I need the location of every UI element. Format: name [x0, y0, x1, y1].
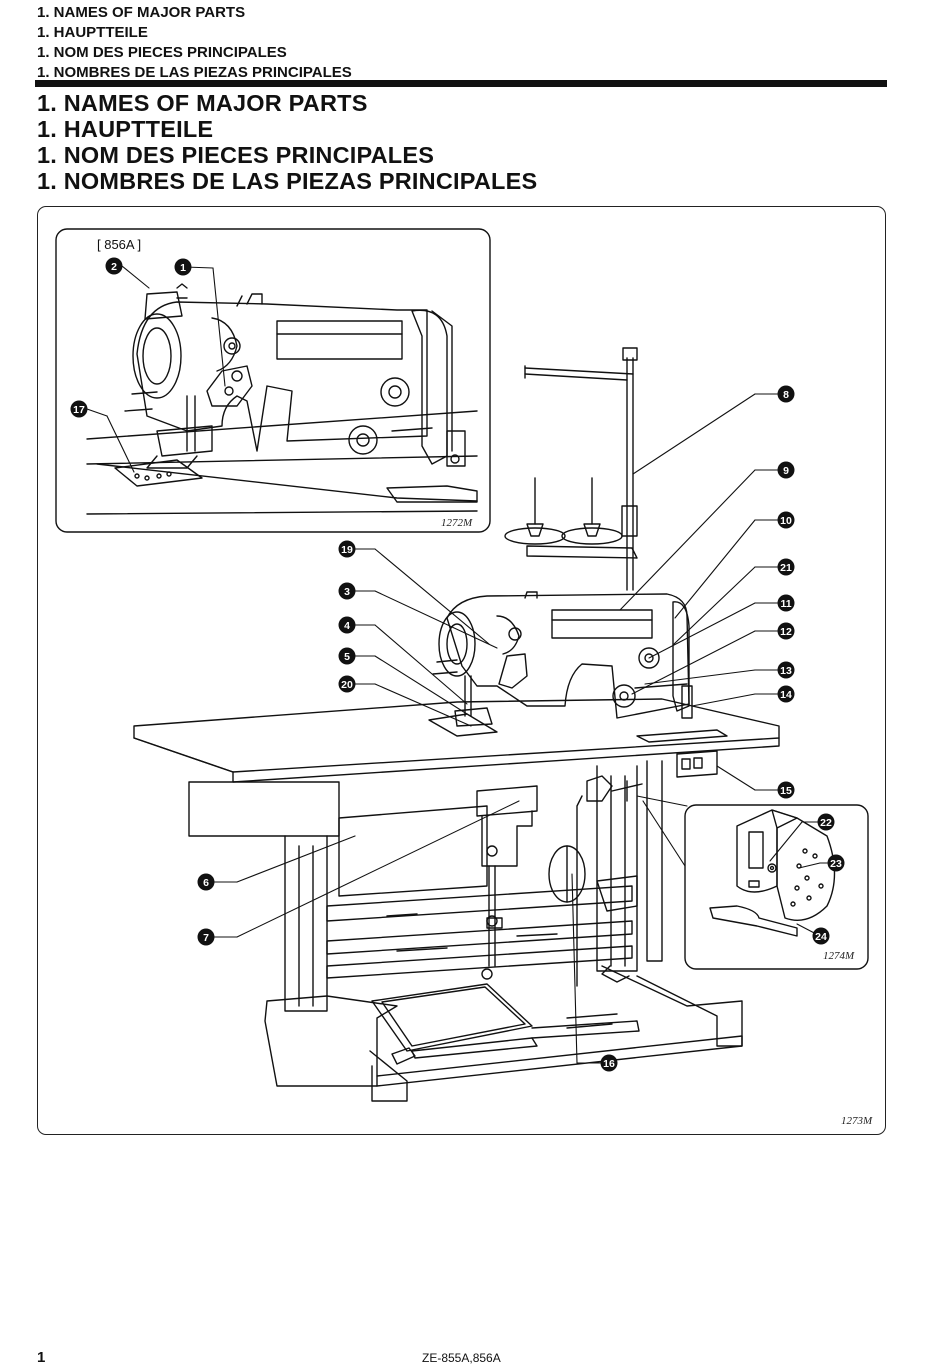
callout-badge-23: 23	[827, 854, 845, 872]
callout-number: 24	[815, 931, 827, 943]
callout-badge-8: 8	[777, 385, 795, 403]
inset-accessory-figure-id: 1274M	[823, 950, 855, 962]
section-title-line: 1. NOMBRES DE LAS PIEZAS PRINCIPALES	[37, 168, 538, 194]
callout-number: 8	[783, 389, 789, 401]
callout-badge-22: 22	[817, 813, 835, 831]
callout-number: 11	[780, 598, 791, 610]
callout-badge-20: 20	[338, 675, 356, 693]
callout-number: 13	[780, 665, 792, 677]
section-title-line: 1. HAUPTTEILE	[37, 116, 214, 142]
callout-number: 17	[73, 404, 85, 416]
callout-number: 5	[344, 651, 350, 663]
footer-model: ZE-855A,856A	[422, 1351, 501, 1365]
callout-number: 9	[783, 465, 789, 477]
main-machine-head-drawing	[432, 591, 693, 727]
callout-badge-15: 15	[777, 781, 795, 799]
page-number: 1	[37, 1349, 46, 1366]
callout-number: 14	[780, 689, 792, 701]
callout-badge-10: 10	[777, 511, 795, 529]
main-figure-id: 1273M	[841, 1115, 873, 1127]
callout-number: 6	[203, 877, 209, 889]
callout-number: 7	[203, 932, 209, 944]
running-header: 1. NAMES OF MAJOR PARTS 1. HAUPTTEILE 1.…	[37, 3, 352, 83]
section-title-line: 1. NOM DES PIECES PRINCIPALES	[37, 142, 435, 168]
inset-856a-figure-id: 1272M	[441, 517, 473, 529]
section-title-line: 1. NAMES OF MAJOR PARTS	[37, 90, 368, 116]
inset-856a-frame	[55, 228, 491, 533]
callout-badge-5: 5	[338, 647, 356, 665]
running-header-line: 1. NAMES OF MAJOR PARTS	[37, 4, 246, 21]
callout-badge-6: 6	[197, 873, 215, 891]
callout-number: 23	[830, 858, 842, 870]
callout-number: 1	[180, 262, 186, 274]
inset-accessory-drawing	[709, 809, 836, 937]
section-title: 1. NAMES OF MAJOR PARTS 1. HAUPTTEILE 1.…	[37, 90, 537, 194]
thread-stand-drawing	[504, 347, 638, 591]
running-header-line: 1. NOMBRES DE LAS PIEZAS PRINCIPALES	[37, 64, 352, 81]
callout-badge-3: 3	[338, 582, 356, 600]
callout-badge-4: 4	[338, 616, 356, 634]
callout-badge-11: 11	[777, 594, 795, 612]
inset-856a-label: [ 856A ]	[97, 237, 141, 252]
callout-leader-lines	[86, 265, 835, 1064]
callout-badge-24: 24	[812, 927, 830, 945]
callout-badge-9: 9	[777, 461, 795, 479]
callout-badge-16: 16	[600, 1054, 618, 1072]
callout-number: 16	[603, 1058, 615, 1070]
callout-number: 12	[780, 626, 792, 638]
callout-number: 22	[820, 817, 832, 829]
header-rule	[35, 80, 887, 87]
sewing-table-drawing	[133, 698, 780, 1102]
parts-diagram: [ 856A ] 1272M 1274M 1273M 1 2 17 8 9 10…	[55, 228, 873, 1127]
callout-badge-17: 17	[70, 400, 88, 418]
callout-number: 21	[780, 562, 792, 574]
callout-number: 20	[341, 679, 353, 691]
callout-number: 3	[344, 586, 350, 598]
callout-number: 15	[780, 785, 792, 797]
callout-badge-12: 12	[777, 622, 795, 640]
running-header-line: 1. NOM DES PIECES PRINCIPALES	[37, 44, 287, 61]
figure-frame	[37, 206, 886, 1135]
callout-badge-13: 13	[777, 661, 795, 679]
callout-badge-19: 19	[338, 540, 356, 558]
callout-number: 19	[341, 544, 353, 556]
callout-badge-7: 7	[197, 928, 215, 946]
callout-number: 10	[780, 515, 792, 527]
callout-badge-21: 21	[777, 558, 795, 576]
inset-accessory-frame	[684, 804, 869, 970]
callout-badge-14: 14	[777, 685, 795, 703]
running-header-line: 1. HAUPTTEILE	[37, 24, 148, 41]
callout-badge-2: 2	[105, 257, 123, 275]
callout-badge-1: 1	[174, 258, 192, 276]
callout-number: 4	[344, 620, 350, 632]
inset-856a-machine-drawing	[86, 283, 478, 515]
callout-number: 2	[111, 261, 117, 273]
